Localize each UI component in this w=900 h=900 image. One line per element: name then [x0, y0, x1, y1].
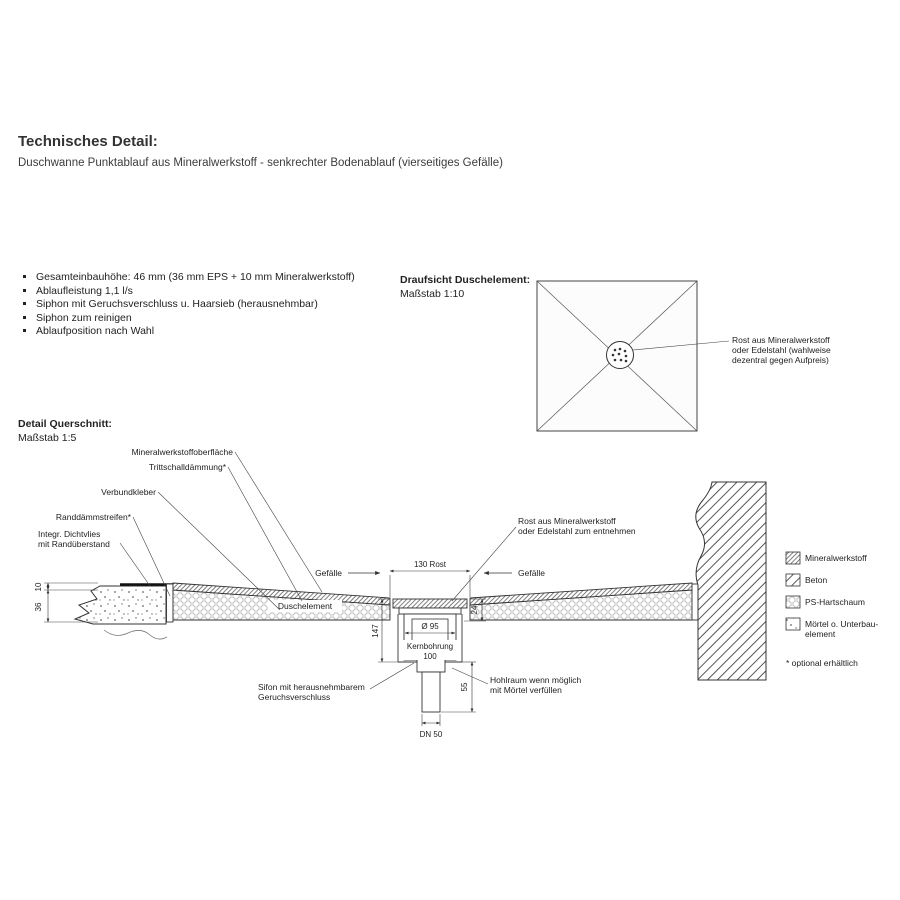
- leader-line: [132, 516, 171, 597]
- legend: Mineralwerkstoff Beton PS-Hartschaum Mör…: [785, 551, 878, 668]
- floor-slab-mortar: [73, 585, 167, 625]
- dim-rost-hoehe: 24: [470, 605, 479, 614]
- feature-item: Siphon mit Geruchsverschluss u. Haarsieb…: [36, 298, 406, 312]
- leader-line: [227, 466, 303, 602]
- break-line: [103, 629, 168, 640]
- page-subtitle: Duschwanne Punktablauf aus Mineralwerkst…: [18, 157, 503, 169]
- feature-list: Gesamteinbauhöhe: 46 mm (36 mm EPS + 10 …: [22, 271, 406, 339]
- grate-holes: [611, 347, 628, 363]
- label-rost: Rost aus Mineralwerkstoff: [518, 516, 616, 526]
- plan-view-heading: Draufsicht Duschelement: Maßstab 1:10: [400, 274, 530, 300]
- leader-line: [632, 340, 730, 351]
- feature-item: Siphon zum reinigen: [36, 312, 406, 326]
- label-sifon: Geruchsverschluss: [258, 692, 330, 702]
- drain-grate-plan: [606, 341, 634, 369]
- header: Technisches Detail: Duschwanne Punktabla…: [18, 133, 778, 169]
- label-dichtvlies: mit Randüberstand: [38, 539, 110, 549]
- label-duschelement: Duschelement: [278, 601, 333, 611]
- plan-view-scale: Maßstab 1:10: [400, 288, 465, 300]
- label-background: [403, 640, 457, 660]
- plan-view-drawing: Rost aus Mineralwerkstoff oder Edelstahl…: [536, 280, 831, 432]
- legend-label: Beton: [805, 575, 827, 585]
- label-gefaelle-links: Gefälle: [315, 568, 342, 578]
- label-oberflaeche: Mineralwerkstoffoberfläche: [132, 447, 234, 457]
- label-hohlraum: mit Mörtel verfüllen: [490, 685, 562, 695]
- leader-line: [234, 451, 323, 593]
- label-kernbohrung: Kernbohrung: [407, 642, 453, 651]
- legend-swatch-moertel: [785, 617, 801, 631]
- label-sifon: Sifon mit herausnehmbarem: [258, 682, 365, 692]
- legend-label: PS-Hartschaum: [805, 597, 865, 607]
- mineral-surface-left: [172, 582, 391, 606]
- feature-item: Ablaufposition nach Wahl: [36, 325, 406, 339]
- legend-swatch-ps-hartschaum: [785, 595, 801, 609]
- label-hohlraum: Hohlraum wenn möglich: [490, 675, 581, 685]
- mineral-surface-right: [469, 582, 693, 606]
- outlet-pipe: [421, 671, 441, 713]
- legend-label: Mörtel o. Unterbau-: [805, 619, 878, 629]
- leader-line: [451, 667, 489, 685]
- dim-durchmesser: Ø 95: [421, 622, 439, 631]
- legend-label: element: [805, 629, 836, 639]
- label-rost: oder Edelstahl zum entnehmen: [518, 526, 636, 536]
- label-dn50: DN 50: [420, 730, 443, 739]
- plan-callout-line: dezentral gegen Aufpreis): [732, 355, 829, 365]
- label-dichtvlies: Integr. Dichtvlies: [38, 529, 100, 539]
- page-title: Technisches Detail:: [18, 133, 158, 150]
- cross-section-title: Detail Querschnitt:: [18, 418, 112, 430]
- label-background: [268, 600, 342, 612]
- leader-line: [369, 662, 415, 690]
- cross-section-drawing: Duschelement Ø 95 Kernbohrung 100 130 Ro…: [34, 447, 767, 739]
- legend-label: Mineralwerkstoff: [805, 553, 867, 563]
- dim-rohr-tiefe: 55: [460, 682, 469, 691]
- label-randdaemm: Randdämmstreifen*: [56, 512, 132, 522]
- cross-section-scale: Maßstab 1:5: [18, 432, 77, 444]
- drain-grate-section: [392, 598, 468, 609]
- leader-line: [119, 542, 151, 587]
- edge-strip-right: [691, 583, 699, 621]
- leader-line: [157, 491, 281, 611]
- label-trittschall: Trittschalldämmung*: [149, 462, 227, 472]
- feature-item: Gesamteinbauhöhe: 46 mm (36 mm EPS + 10 …: [36, 271, 406, 285]
- plan-callout-line: Rost aus Mineralwerkstoff: [732, 335, 830, 345]
- legend-footnote: * optional erhältlich: [786, 658, 858, 668]
- dim-rost-breite: 130 Rost: [414, 560, 447, 569]
- legend-swatch-beton: [785, 573, 801, 587]
- legend-swatch-mineralwerkstoff: [785, 551, 801, 565]
- plan-callout-line: oder Edelstahl (wahlweise: [732, 345, 831, 355]
- concrete-wall: [695, 481, 767, 681]
- label-verbundkleber: Verbundkleber: [101, 487, 156, 497]
- label-gefaelle-rechts: Gefälle: [518, 568, 545, 578]
- drain-flange: [398, 607, 462, 615]
- edge-strip-left: [166, 583, 174, 623]
- feature-item: Ablaufleistung 1,1 l/s: [36, 285, 406, 299]
- label-kernbohrung-value: 100: [423, 652, 437, 661]
- cross-section-heading: Detail Querschnitt: Maßstab 1:5: [18, 418, 112, 444]
- leader-line: [451, 526, 517, 602]
- dim-einbau-tiefe: 147: [371, 624, 380, 638]
- dim-hoehe-eps: 36: [34, 602, 43, 611]
- plan-view-title: Draufsicht Duschelement:: [400, 274, 531, 286]
- dim-hoehe-mineral: 10: [34, 582, 43, 591]
